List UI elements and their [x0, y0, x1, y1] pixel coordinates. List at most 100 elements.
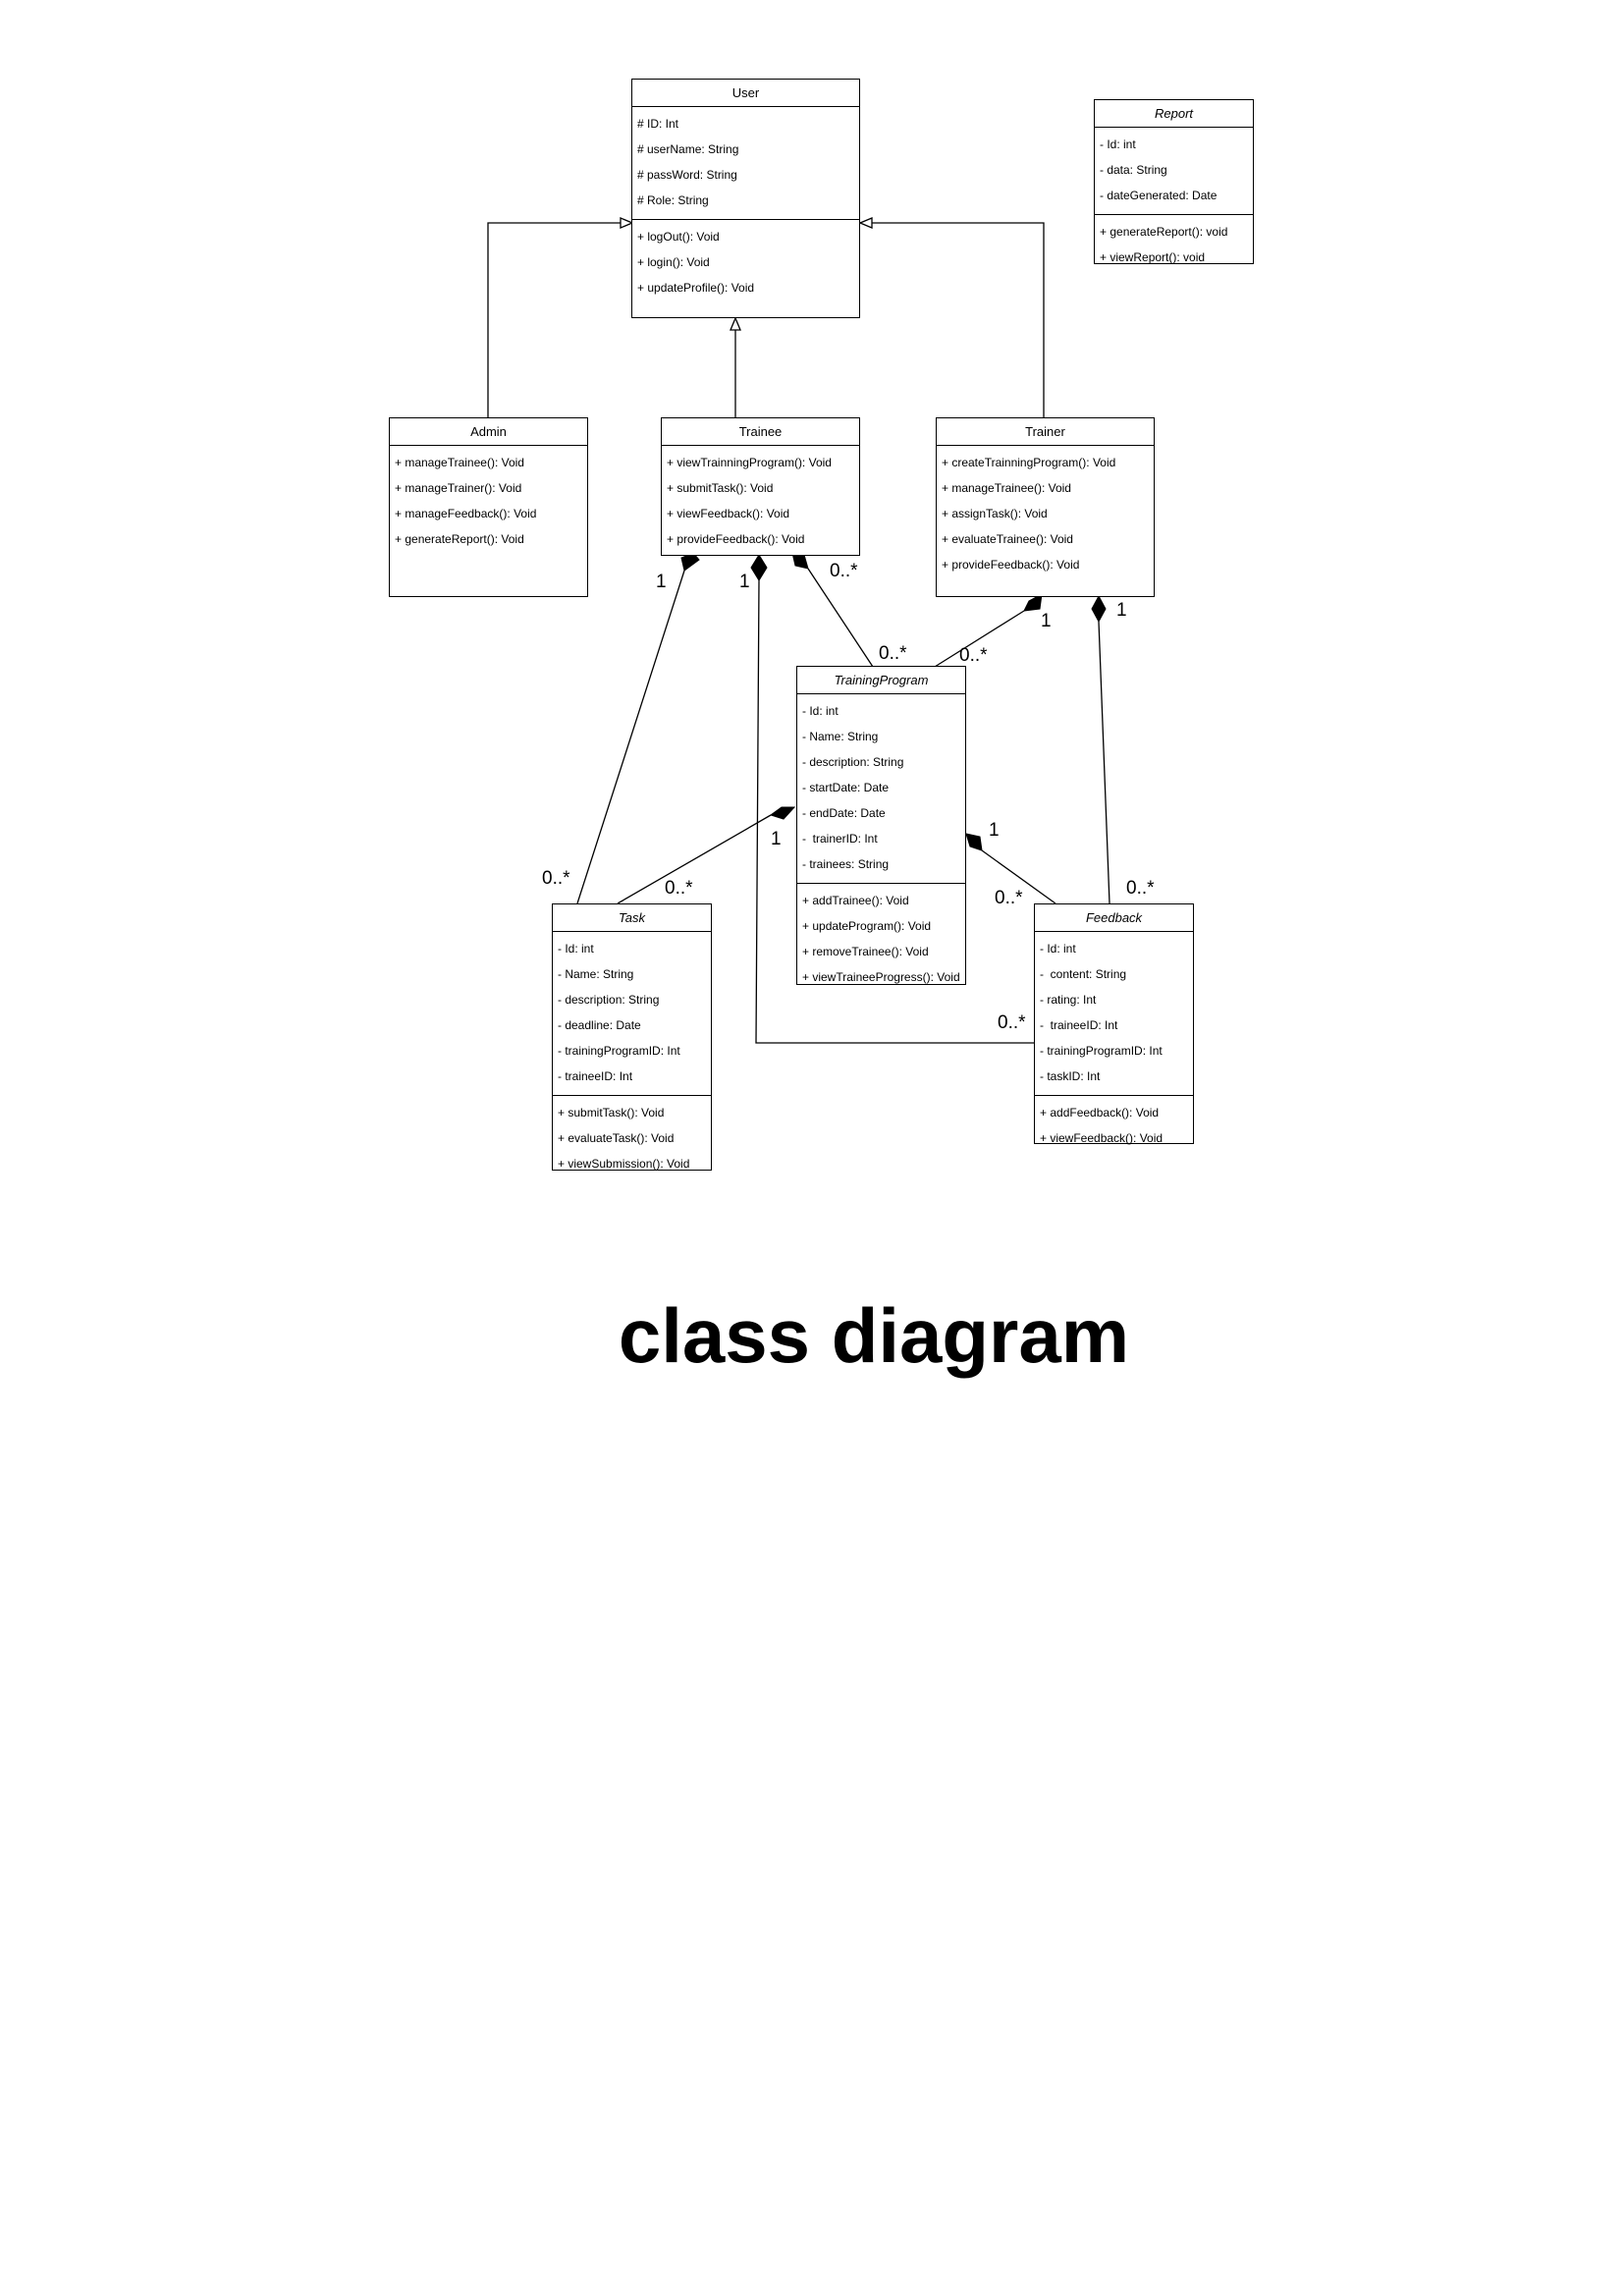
diagram-title: class diagram: [618, 1292, 1130, 1379]
class-feedback-attributes: - Id: int - content: String - rating: In…: [1035, 932, 1193, 1096]
method: + login(): Void: [637, 255, 710, 269]
method: + submitTask(): Void: [667, 481, 774, 495]
method: + viewTrainningProgram(): Void: [667, 456, 832, 469]
method: + generateReport(): Void: [395, 532, 524, 546]
multiplicity-label: 1: [1041, 611, 1052, 631]
class-report-name: Report: [1095, 100, 1253, 128]
inheritance-admin-user: [487, 222, 621, 417]
attribute: - Id: int: [1040, 942, 1076, 956]
attribute: - trainerID: Int: [802, 832, 878, 846]
method: + manageFeedback(): Void: [395, 507, 537, 520]
composition-diamond-trainer-feedback: [1091, 594, 1107, 624]
method: + createTrainningProgram(): Void: [942, 456, 1116, 469]
class-user-name: User: [632, 80, 859, 107]
attribute: - trainingProgramID: Int: [1040, 1044, 1163, 1058]
multiplicity-label: 0..*: [998, 1012, 1026, 1033]
multiplicity-label: 1: [739, 572, 750, 592]
class-training-program-attributes: - Id: int - Name: String - description: …: [797, 694, 965, 884]
method: + manageTrainee(): Void: [395, 456, 524, 469]
class-trainer[interactable]: Trainer + createTrainningProgram(): Void…: [936, 417, 1155, 597]
class-user[interactable]: User # ID: Int # userName: String # pass…: [631, 79, 860, 318]
inheritance-arrowhead-admin: [620, 217, 634, 229]
method: + updateProgram(): Void: [802, 919, 932, 933]
method: + provideFeedback(): Void: [667, 532, 805, 546]
method: + generateReport(): void: [1100, 225, 1228, 239]
class-user-methods: + logOut(): Void + login(): Void + updat…: [632, 220, 859, 306]
attribute: - rating: Int: [1040, 993, 1097, 1007]
method: + evaluateTrainee(): Void: [942, 532, 1073, 546]
class-task-name: Task: [553, 904, 711, 932]
method: + assignTask(): Void: [942, 507, 1048, 520]
attribute: - deadline: Date: [558, 1018, 641, 1032]
method: + submitTask(): Void: [558, 1106, 665, 1120]
attribute: # ID: Int: [637, 117, 679, 131]
method: + updateProfile(): Void: [637, 281, 755, 295]
method: + removeTrainee(): Void: [802, 945, 929, 958]
class-training-program-name: TrainingProgram: [797, 667, 965, 694]
class-admin[interactable]: Admin + manageTrainee(): Void + manageTr…: [389, 417, 588, 597]
class-report[interactable]: Report - Id: int - data: String - dateGe…: [1094, 99, 1254, 264]
attribute: - Id: int: [802, 704, 839, 718]
composition-program-task: [617, 814, 772, 904]
composition-trainer-program: [934, 610, 1025, 668]
class-feedback[interactable]: Feedback - Id: int - content: String - r…: [1034, 903, 1194, 1145]
inheritance-arrowhead-trainer: [858, 217, 873, 229]
class-admin-methods: + manageTrainee(): Void + manageTrainer(…: [390, 446, 587, 558]
composition-trainee-task: [576, 570, 685, 904]
composition-diamond-trainee-feedback: [750, 554, 768, 581]
class-training-program-methods: + addTrainee(): Void + updateProgram(): …: [797, 884, 965, 996]
multiplicity-label: 0..*: [542, 868, 570, 889]
class-task-attributes: - Id: int - Name: String - description: …: [553, 932, 711, 1096]
method: + viewFeedback(): Void: [667, 507, 790, 520]
multiplicity-label: 1: [656, 572, 667, 592]
attribute: - taskID: Int: [1040, 1069, 1101, 1083]
class-feedback-name: Feedback: [1035, 904, 1193, 932]
multiplicity-label: 0..*: [995, 888, 1023, 908]
class-trainee-methods: + viewTrainningProgram(): Void + submitT…: [662, 446, 859, 558]
method: + manageTrainer(): Void: [395, 481, 522, 495]
composition-trainer-feedback: [1098, 621, 1110, 904]
attribute: - Id: int: [1100, 137, 1136, 151]
multiplicity-label: 0..*: [879, 643, 907, 664]
attribute: - endDate: Date: [802, 806, 886, 820]
method: + logOut(): Void: [637, 230, 720, 244]
multiplicity-label: 0..*: [1126, 878, 1155, 899]
attribute: - description: String: [802, 755, 904, 769]
multiplicity-label: 1: [1116, 600, 1127, 621]
class-feedback-methods: + addFeedback(): Void + viewFeedback(): …: [1035, 1096, 1193, 1157]
class-training-program[interactable]: TrainingProgram - Id: int - Name: String…: [796, 666, 966, 985]
attribute: - trainingProgramID: Int: [558, 1044, 680, 1058]
class-report-methods: + generateReport(): void + viewReport():…: [1095, 215, 1253, 276]
attribute: # passWord: String: [637, 168, 737, 182]
multiplicity-label: 0..*: [830, 561, 858, 581]
method: + viewSubmission(): Void: [558, 1157, 690, 1171]
method: + viewReport(): void: [1100, 250, 1206, 264]
inheritance-arrowhead-trainee: [730, 316, 741, 331]
composition-diamond-trainer-program: [1023, 593, 1043, 612]
multiplicity-label: 0..*: [665, 878, 693, 899]
class-report-attributes: - Id: int - data: String - dateGenerated…: [1095, 128, 1253, 215]
class-trainer-name: Trainer: [937, 418, 1154, 446]
attribute: - trainees: String: [802, 857, 890, 871]
attribute: - startDate: Date: [802, 781, 890, 794]
method: + addFeedback(): Void: [1040, 1106, 1160, 1120]
method: + viewFeedback(): Void: [1040, 1131, 1164, 1145]
composition-diamond-trainee-task: [680, 552, 700, 572]
composition-program-feedback: [981, 849, 1056, 904]
attribute: - Name: String: [802, 730, 879, 743]
class-trainer-methods: + createTrainningProgram(): Void + manag…: [937, 446, 1154, 583]
class-task-methods: + submitTask(): Void + evaluateTask(): V…: [553, 1096, 711, 1182]
attribute: - traineeID: Int: [1040, 1018, 1118, 1032]
attribute: - description: String: [558, 993, 660, 1007]
class-user-attributes: # ID: Int # userName: String # passWord:…: [632, 107, 859, 220]
method: + manageTrainee(): Void: [942, 481, 1071, 495]
composition-trainee-program: [807, 568, 874, 668]
multiplicity-label: 1: [771, 829, 782, 849]
composition-diamond-program-task: [769, 806, 796, 820]
attribute: # userName: String: [637, 142, 739, 156]
class-trainee[interactable]: Trainee + viewTrainningProgram(): Void +…: [661, 417, 860, 556]
class-task[interactable]: Task - Id: int - Name: String - descript…: [552, 903, 712, 1171]
method: + addTrainee(): Void: [802, 894, 909, 907]
attribute: - data: String: [1100, 163, 1167, 177]
